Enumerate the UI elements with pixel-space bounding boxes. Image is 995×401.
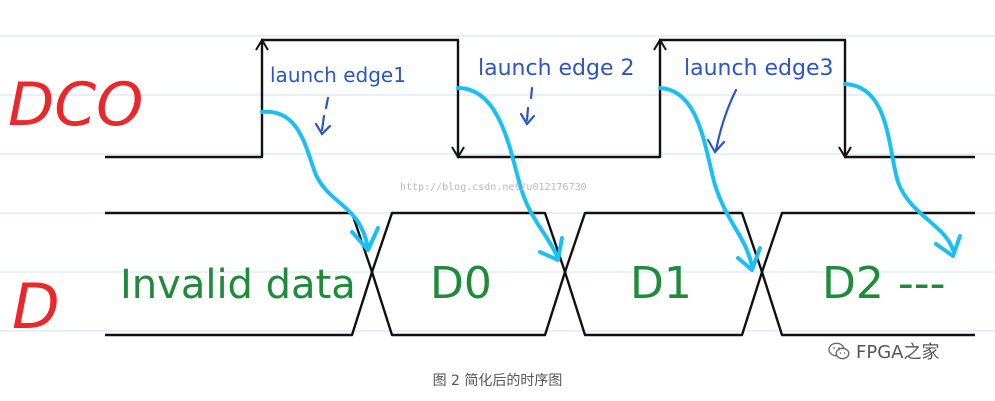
brand-name: FPGA之家: [856, 342, 940, 363]
launch-arrows: [260, 82, 962, 272]
figure-caption: 图 2 简化后的时序图: [432, 373, 563, 389]
data-segment-invalid: Invalid data: [120, 262, 356, 308]
clock-signal-label: DCO: [8, 70, 143, 140]
data-waveform: [105, 211, 975, 337]
launch-edge-3-label: launch edge3: [684, 56, 834, 81]
wechat-icon: [828, 342, 850, 360]
timing-diagram: DCO D Invalid data D0 D1 D2 --- launch e…: [0, 35, 995, 343]
data-segment-d0: D0: [430, 258, 492, 309]
launch-edge-1-label: launch edge1: [270, 63, 406, 87]
launch-edge-2-label: launch edge 2: [478, 56, 635, 81]
clock-waveform: [105, 38, 975, 159]
data-signal-label: D: [12, 270, 60, 343]
watermark-url: http://blog.csdn.net/u012176730: [400, 182, 587, 193]
brand-watermark: FPGA之家: [828, 338, 939, 364]
data-segment-d1: D1: [630, 258, 692, 309]
data-segment-d2: D2 ---: [822, 258, 946, 309]
annotation-pointers: [314, 86, 738, 154]
edge-arrowheads: [255, 38, 852, 159]
